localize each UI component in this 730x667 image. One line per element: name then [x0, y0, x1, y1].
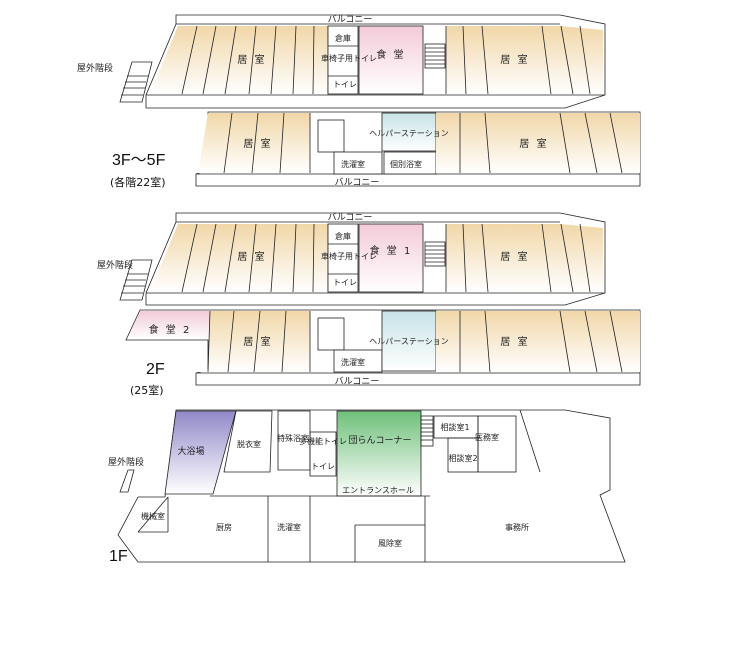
floor-3-5-plan: バルコニー 屋外階段 居 室 倉庫 食 堂 車椅子用トイレ トイレ 居 室 居 …: [77, 14, 641, 189]
outdoor-stairs-icon: [119, 61, 153, 103]
stairs-icon-1f: [420, 415, 434, 447]
consult1-label: 相談室1: [440, 422, 469, 432]
laundry-label: 洗濯室: [341, 159, 365, 169]
stairs-icon-2f: [424, 241, 446, 267]
consult2-label: 相談室2: [448, 453, 477, 463]
rooms-left-upper: [150, 26, 328, 94]
stairs-icon: [424, 43, 446, 69]
rooms-label: 居 室: [237, 53, 266, 66]
private-bath-label: 個別浴室: [390, 159, 422, 169]
floor-2-plan: バルコニー 屋外階段 居 室 倉庫 食 堂 1 車椅子用トイレ トイレ 居 室 …: [97, 212, 641, 397]
medical-label: 医務室: [475, 432, 499, 442]
balcony-label-bottom-2f: バルコニー: [335, 376, 380, 387]
helper-station-label: ヘルパーステーション: [369, 129, 448, 138]
lounge-label: 団らんコーナー: [348, 435, 411, 446]
multi-toilet-label: 多機能トイレ: [299, 436, 347, 446]
windbreak-label: 風除室: [378, 538, 402, 548]
rooms-label-lower-left-2f: 居 室: [243, 335, 272, 348]
balcony-label-top: バルコニー: [328, 14, 373, 25]
storage-label-2f: 倉庫: [335, 231, 351, 241]
wheelchair-toilet-label: 車椅子用トイレ: [321, 53, 377, 63]
office-label: 事務所: [505, 522, 529, 532]
dining-label: 食 堂: [376, 48, 405, 61]
kitchen-label: 厨房: [216, 522, 232, 532]
room-count-2: (25室): [130, 383, 164, 397]
rooms-label-right-2f: 居 室: [500, 250, 529, 263]
dining2-label: 食 堂 2: [149, 323, 192, 336]
laundry-label-1f: 洗濯室: [277, 522, 301, 532]
rooms-label-lower-right-2f: 居 室: [500, 335, 529, 348]
special-bath-label: 特殊浴室: [277, 433, 309, 443]
machine-room-label: 機械室: [141, 511, 165, 521]
dining-room: [358, 25, 424, 95]
outdoor-stairs-label-2f: 屋外階段: [97, 259, 133, 271]
storage-label: 倉庫: [335, 33, 351, 43]
big-bath: [164, 410, 237, 495]
floor-label-1: 1F: [109, 548, 128, 565]
dining-room-1: [358, 223, 424, 293]
dining-room-2: [127, 311, 210, 339]
balcony-label-bottom: バルコニー: [335, 177, 380, 188]
rooms-label-lower-left: 居 室: [243, 137, 272, 150]
rooms-label-2f: 居 室: [237, 250, 266, 263]
toilet-label-1f: トイレ: [311, 462, 335, 471]
toilet-label: トイレ: [333, 80, 357, 89]
floor-label-2: 2F: [146, 361, 165, 378]
rooms-label-lower-right: 居 室: [519, 137, 548, 150]
outdoor-stairs-label-1f: 屋外階段: [108, 456, 144, 468]
laundry-label-2f: 洗濯室: [341, 357, 365, 367]
dining1-label: 食 堂 1: [370, 244, 413, 257]
changing-room-label: 脱衣室: [237, 439, 261, 449]
lounge: [336, 410, 422, 497]
outdoor-stairs-label: 屋外階段: [77, 62, 113, 74]
helper-station-label-2f: ヘルパーステーション: [369, 337, 448, 346]
service-core: [327, 25, 359, 95]
wheelchair-toilet-label-2f: 車椅子用トイレ: [321, 251, 377, 261]
big-bath-label: 大浴場: [177, 445, 204, 457]
balcony-label-top-2f: バルコニー: [328, 212, 373, 223]
floor-1-plan: 屋外階段 大浴場 脱衣室 特殊浴室 多機能トイレ トイレ 団らんコーナー 相談室…: [108, 409, 626, 565]
room-count-3-5: (各階22室): [110, 175, 166, 189]
rooms-right-lower: [436, 113, 640, 173]
toilet-label-2f: トイレ: [333, 278, 357, 287]
outdoor-stairs-icon-1f: [119, 469, 135, 493]
floor-label-3-5: 3F～5F: [112, 152, 166, 169]
helper-station-2f: [381, 310, 437, 372]
outdoor-stairs-icon-2f: [119, 259, 153, 301]
rooms-label-right: 居 室: [500, 53, 529, 66]
entrance-hall-label: エントランスホール: [342, 486, 414, 495]
